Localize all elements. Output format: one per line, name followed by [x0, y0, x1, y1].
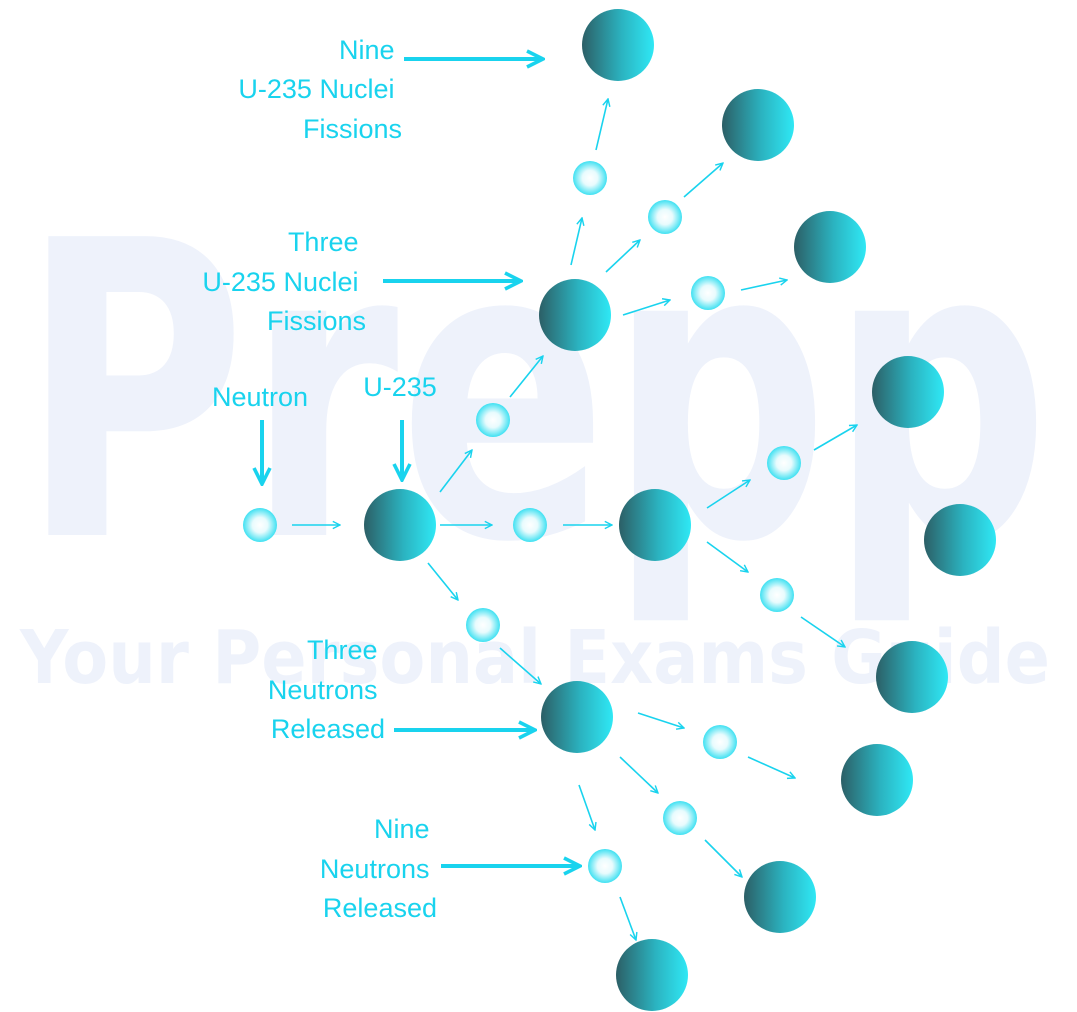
label-nine-fissions: Nine U-235 Nuclei Fissions [238, 35, 402, 144]
neutron [243, 508, 277, 542]
label-three-fissions-line1: Three [288, 227, 359, 257]
u235-nucleus [872, 356, 944, 428]
u235-nucleus [582, 9, 654, 81]
label-nine-neutrons-line2: Neutrons [320, 854, 430, 884]
path-arrow [439, 450, 472, 493]
path-arrow [605, 240, 640, 273]
path-arrow [706, 541, 748, 572]
labels: Neutron U-235 Three U-235 Nuclei Fission… [202, 35, 437, 923]
neutron [588, 849, 622, 883]
path-arrow [747, 756, 795, 778]
label-three-fissions-line3: Fissions [267, 306, 366, 336]
path-arrow [509, 356, 543, 398]
path-arrow [427, 562, 458, 600]
path-arrow [619, 896, 636, 940]
path-arrow [704, 839, 742, 877]
neutron [476, 403, 510, 437]
path-arrow [740, 280, 787, 291]
watermark: Prepp Your Personal Exams Guide [19, 154, 1050, 701]
label-three-neutrons-line3: Released [271, 714, 385, 744]
neutron [703, 725, 737, 759]
u235-nucleus [541, 681, 613, 753]
label-three-fissions: Three U-235 Nuclei Fissions [202, 227, 366, 336]
neutron [760, 578, 794, 612]
path-arrow [800, 616, 845, 647]
neutron [573, 161, 607, 195]
u235-nucleus [876, 641, 948, 713]
label-nine-fissions-line3: Fissions [303, 114, 402, 144]
label-nine-neutrons-line1: Nine [374, 814, 430, 844]
neutron [513, 508, 547, 542]
u235-nucleus [924, 504, 996, 576]
u235-nucleus [539, 279, 611, 351]
label-nine-neutrons: Nine Neutrons Released [320, 814, 437, 923]
u235-nucleus [841, 744, 913, 816]
neutron [663, 801, 697, 835]
label-nine-fissions-line1: Nine [339, 35, 395, 65]
neutron-paths [292, 99, 857, 940]
u235-nucleus [616, 939, 688, 1011]
label-three-neutrons-line1: Three [307, 635, 378, 665]
u235-nucleus [619, 489, 691, 561]
label-nine-fissions-line2: U-235 Nuclei [238, 74, 394, 104]
particles [243, 9, 996, 1011]
u235-nucleus [744, 861, 816, 933]
path-arrow [683, 163, 723, 198]
path-arrow [570, 218, 582, 266]
neutron [691, 276, 725, 310]
label-pointers [262, 59, 580, 866]
u235-nucleus [364, 489, 436, 561]
label-three-fissions-line2: U-235 Nuclei [202, 267, 358, 297]
neutron [767, 446, 801, 480]
label-u235: U-235 [363, 372, 437, 402]
path-arrow [637, 712, 684, 728]
neutron [466, 608, 500, 642]
path-arrow [813, 425, 857, 451]
label-neutron: Neutron [212, 382, 308, 412]
path-arrow [499, 647, 541, 684]
u235-nucleus [794, 211, 866, 283]
label-three-neutrons-line2: Neutrons [268, 675, 378, 705]
path-arrow [578, 784, 595, 830]
label-three-neutrons: Three Neutrons Released [268, 635, 385, 744]
path-arrow [706, 480, 750, 509]
path-arrow [622, 300, 670, 316]
path-arrow [619, 756, 658, 793]
label-nine-neutrons-line3: Released [323, 893, 437, 923]
neutron [648, 200, 682, 234]
u235-nucleus [722, 89, 794, 161]
path-arrow [595, 99, 608, 151]
